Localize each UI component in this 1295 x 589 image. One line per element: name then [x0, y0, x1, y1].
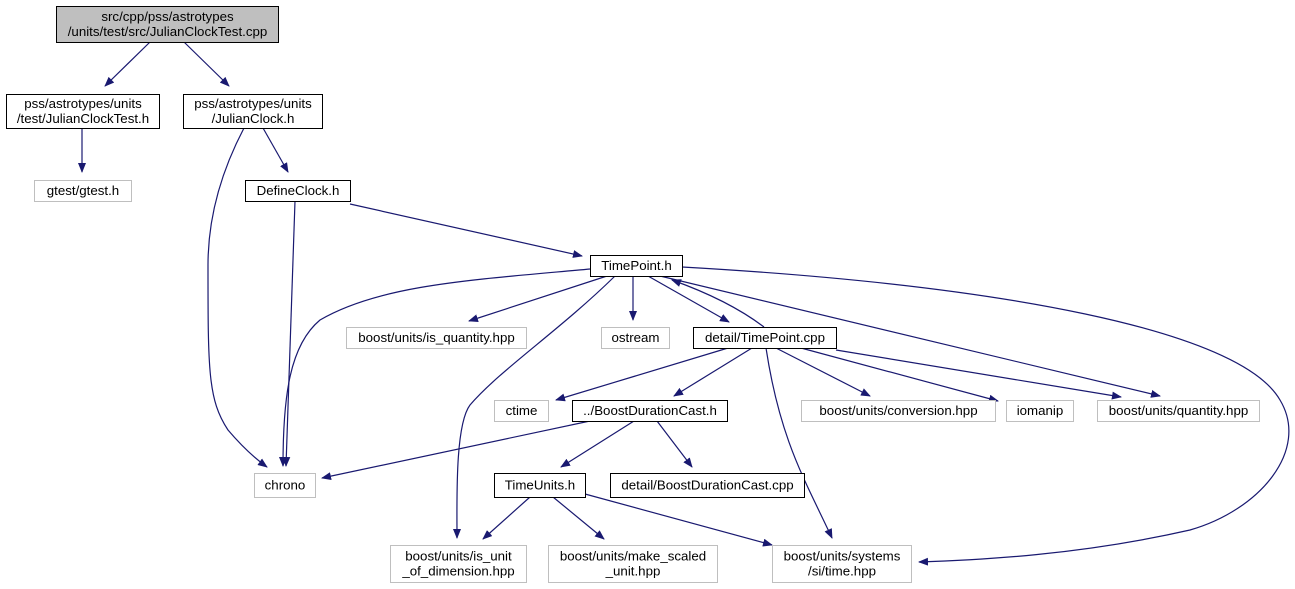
node-make-scaled-unit: boost/units/make_scaled_unit.hpp — [548, 545, 718, 583]
edge-timepoint-cpp-to-si-time — [765, 347, 833, 539]
node-box — [494, 400, 549, 422]
edge-boostdurationcast-h-to-timeunits-h — [560, 420, 635, 468]
edge-timepoint-cpp-to-quantity — [835, 349, 1122, 400]
node-label-line: /units/test/src/JulianClockTest.cpp — [68, 24, 268, 39]
node-box — [183, 94, 323, 129]
edge-timepoint-h-to-si-time — [681, 266, 1290, 566]
node-julianclock-h[interactable]: pss/astrotypes/units/JulianClock.h — [183, 94, 323, 129]
node-label-line: boost/units/make_scaled — [560, 549, 706, 564]
node-defineclock-h[interactable]: DefineClock.h — [245, 180, 351, 202]
node-label-line: TimeUnits.h — [505, 478, 575, 493]
node-label-line: pss/astrotypes/units — [194, 96, 312, 111]
node-box — [610, 473, 805, 498]
node-box — [572, 400, 728, 422]
node-label-line: gtest/gtest.h — [47, 183, 119, 198]
node-box — [601, 327, 670, 349]
node-label-line: iomanip — [1017, 403, 1064, 418]
node-box — [56, 6, 279, 43]
node-label-line: /test/JulianClockTest.h — [17, 111, 149, 126]
node-box — [494, 473, 586, 498]
node-is-unit-of-dimension: boost/units/is_unit_of_dimension.hpp — [390, 545, 527, 583]
edge-timepoint-h-to-chrono — [279, 268, 591, 467]
node-label-line: chrono — [265, 478, 306, 493]
node-box — [346, 327, 527, 349]
node-quantity: boost/units/quantity.hpp — [1097, 400, 1260, 422]
node-ctime: ctime — [494, 400, 549, 422]
node-timepoint-cpp[interactable]: detail/TimePoint.cpp — [693, 327, 837, 349]
nodes-layer: src/cpp/pss/astrotypes/units/test/src/Ju… — [6, 6, 1260, 583]
node-chrono: chrono — [254, 473, 316, 498]
edge-timeunits-h-to-make-scaled-unit — [552, 496, 605, 540]
node-label-line: /JulianClock.h — [212, 111, 295, 126]
node-conversion: boost/units/conversion.hpp — [801, 400, 996, 422]
node-boostdurationcast-h[interactable]: ../BoostDurationCast.h — [572, 400, 728, 422]
node-label-line: ostream — [611, 330, 659, 345]
node-label-line: ../BoostDurationCast.h — [583, 403, 717, 418]
edge-timepoint-cpp-to-ctime — [555, 347, 729, 402]
edge-julianclock-h-to-defineclock-h — [262, 127, 289, 173]
node-label-line: detail/BoostDurationCast.cpp — [621, 478, 793, 493]
node-box — [1097, 400, 1260, 422]
node-iomanip: iomanip — [1006, 400, 1074, 422]
node-ostream: ostream — [601, 327, 670, 349]
edge-timeunits-h-to-si-time — [584, 493, 773, 547]
node-label-line: boost/units/conversion.hpp — [819, 403, 977, 418]
node-box — [772, 545, 912, 583]
edges-layer — [78, 41, 1290, 566]
node-box — [801, 400, 996, 422]
node-label-line: src/cpp/pss/astrotypes — [101, 9, 234, 24]
edge-timepoint-cpp-to-iomanip — [800, 347, 999, 403]
edge-defineclock-h-to-timepoint-h — [349, 203, 583, 258]
node-si-time: boost/units/systems/si/time.hpp — [772, 545, 912, 583]
edge-julianclock-h-to-chrono — [207, 127, 268, 468]
edge-timepoint-h-to-is-unit-of-dimension — [452, 275, 616, 539]
node-label-line: _of_dimension.hpp — [401, 564, 514, 579]
node-label-line: DefineClock.h — [257, 183, 340, 198]
node-box — [693, 327, 837, 349]
node-label-line: ctime — [506, 403, 538, 418]
node-box — [590, 255, 683, 277]
node-box — [245, 180, 351, 202]
node-label-line: pss/astrotypes/units — [24, 96, 142, 111]
node-box — [390, 545, 527, 583]
node-timepoint-h[interactable]: TimePoint.h — [590, 255, 683, 277]
edge-timepoint-h-to-is-quantity — [468, 275, 608, 323]
node-timeunits-h[interactable]: TimeUnits.h — [494, 473, 586, 498]
edge-timepoint-h-to-timepoint-cpp — [647, 275, 730, 323]
node-julianclocktest-h[interactable]: pss/astrotypes/units/test/JulianClockTes… — [6, 94, 160, 129]
node-label-line: boost/units/quantity.hpp — [1109, 403, 1248, 418]
node-label-line: _unit.hpp — [605, 564, 661, 579]
edge-boostdurationcast-h-to-boostdurationcast-cpp — [656, 420, 693, 468]
node-label-line: boost/units/is_unit — [405, 549, 512, 564]
node-label-line: /si/time.hpp — [808, 564, 876, 579]
node-gtest-h: gtest/gtest.h — [34, 180, 132, 202]
node-boostdurationcast-cpp[interactable]: detail/BoostDurationCast.cpp — [610, 473, 805, 498]
node-box — [1006, 400, 1074, 422]
node-label-line: TimePoint.h — [601, 258, 671, 273]
node-label-line: boost/units/systems — [784, 549, 901, 564]
edge-timeunits-h-to-is-unit-of-dimension — [482, 496, 531, 540]
edge-timepoint-cpp-to-conversion — [775, 347, 871, 397]
edge-timepoint-cpp-to-timepoint-h — [671, 279, 765, 328]
edge-timepoint-h-to-quantity — [659, 275, 1161, 398]
edge-boostdurationcast-h-to-chrono — [321, 420, 591, 481]
node-label-line: boost/units/is_quantity.hpp — [358, 330, 514, 345]
edge-root-to-julianclock-h — [183, 41, 230, 87]
node-root[interactable]: src/cpp/pss/astrotypes/units/test/src/Ju… — [56, 6, 279, 43]
edge-timepoint-cpp-to-boostdurationcast-h — [673, 347, 753, 397]
node-box — [6, 94, 160, 129]
edge-root-to-julianclocktest-h — [104, 41, 151, 87]
edge-defineclock-h-to-chrono — [282, 200, 296, 467]
node-box — [548, 545, 718, 583]
node-box — [34, 180, 132, 202]
node-label-line: detail/TimePoint.cpp — [705, 330, 825, 345]
node-is-quantity: boost/units/is_quantity.hpp — [346, 327, 527, 349]
node-box — [254, 473, 316, 498]
